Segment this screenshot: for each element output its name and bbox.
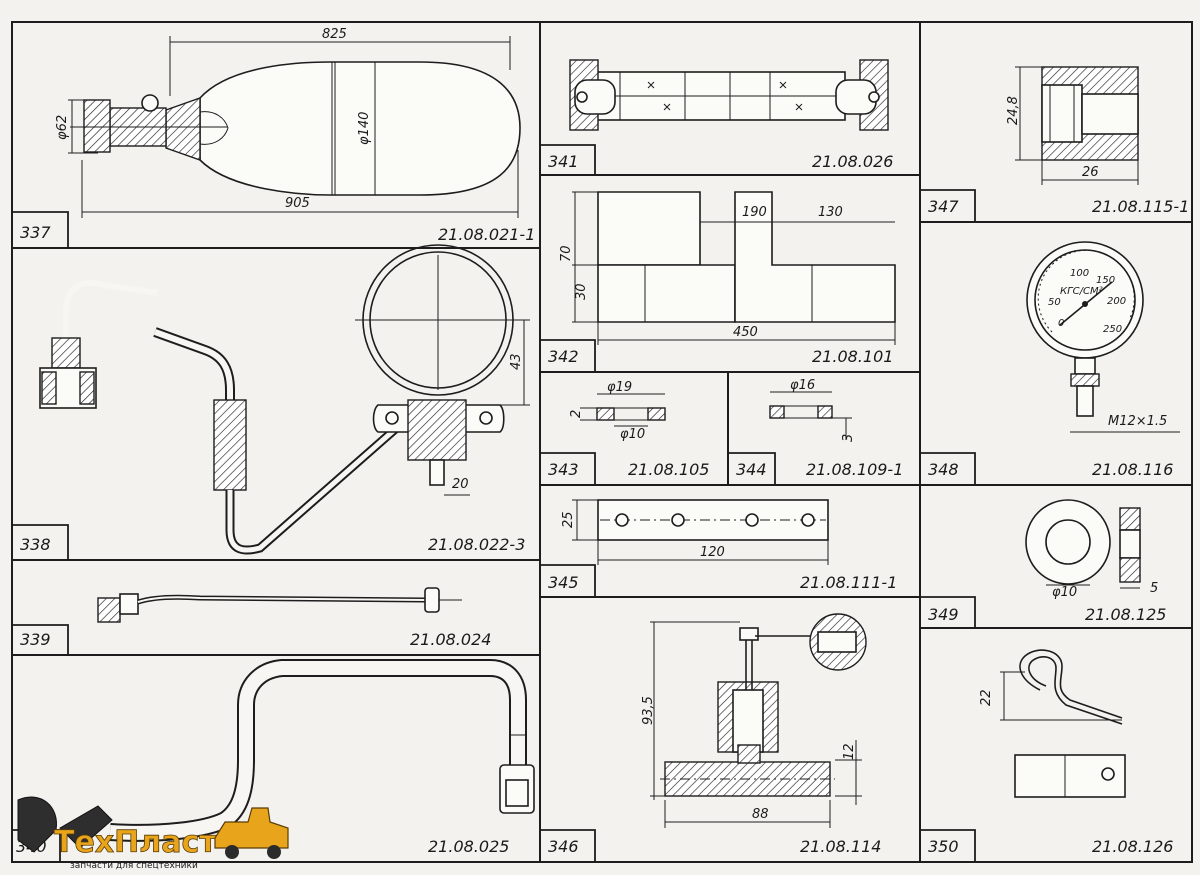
- excavator-icon: [17, 796, 113, 853]
- gauge-tick-250: 250: [1103, 324, 1122, 335]
- part-code: 21.08.105: [628, 460, 709, 479]
- part-code: 21.08.126: [1092, 837, 1173, 856]
- loader-icon: [214, 807, 289, 849]
- thread-spec: M12×1.5: [1108, 414, 1167, 429]
- panel-number: 338: [20, 535, 51, 554]
- bent-tube-drawing: [109, 659, 535, 842]
- dim-30: 30: [574, 283, 589, 300]
- dim-825: 825: [322, 27, 347, 42]
- panel-345: 25 120 345 21.08.111-1: [548, 499, 897, 592]
- sleeve-drawing: [1015, 66, 1139, 185]
- label-corners: [12, 144, 976, 862]
- dim-3: 3: [841, 434, 856, 442]
- panel-number: 346: [548, 837, 579, 856]
- part-code: 21.08.116: [1092, 460, 1173, 479]
- dim-phi10: φ10: [620, 427, 645, 442]
- panel-347: 24,8 26 347 21.08.115-1: [928, 66, 1189, 216]
- dim-905: 905: [285, 196, 310, 211]
- dim-24-8: 24,8: [1006, 96, 1021, 125]
- cylinder-drawing: [68, 36, 521, 218]
- panel-348: КГС/СМ² 0 50 100 150 200 250 M12×1.5 348…: [928, 241, 1180, 479]
- panel-346: 93,5 12 88 346 21.08.114: [548, 613, 881, 856]
- panel-342: 190 130 70 30 450 342 21.08.101: [548, 191, 896, 366]
- watermark-logo: ТехПласт запчасти для спецтехники: [17, 796, 289, 871]
- dim-120: 120: [700, 545, 725, 560]
- washer-drawing: [580, 393, 666, 427]
- dim-450: 450: [733, 325, 758, 340]
- panel-349: φ10 5 349 21.08.125: [928, 499, 1166, 624]
- plate-drawing: [569, 59, 889, 131]
- dim-93-5: 93,5: [641, 696, 656, 725]
- spacer-drawing: [1025, 499, 1141, 589]
- part-code: 21.08.125: [1085, 605, 1166, 624]
- svg-text:ТехПласт: ТехПласт: [54, 825, 217, 860]
- gauge-tick-200: 200: [1107, 296, 1126, 307]
- dim-22: 22: [979, 689, 994, 706]
- dim-20: 20: [452, 477, 469, 492]
- gauge-tick-100: 100: [1070, 268, 1089, 279]
- dim-25: 25: [561, 511, 576, 528]
- dim-phi62: φ62: [55, 115, 70, 140]
- dim-phi16: φ16: [790, 378, 815, 393]
- panel-number: 344: [736, 460, 767, 479]
- stepped-plates-drawing: [572, 191, 896, 345]
- pressure-gauge-drawing: [1026, 241, 1180, 433]
- dim-26: 26: [1082, 165, 1099, 180]
- part-code: 21.08.101: [812, 347, 893, 366]
- dim-130: 130: [818, 205, 843, 220]
- strip-drawing: [572, 499, 829, 565]
- panel-number: 349: [928, 605, 959, 624]
- part-code: 21.08.025: [428, 837, 509, 856]
- clip-drawing: [1000, 649, 1126, 798]
- hose-drawing: [97, 587, 462, 623]
- dim-phi10: φ10: [1052, 585, 1077, 600]
- part-code: 21.08.109-1: [806, 460, 903, 479]
- dim-phi19: φ19: [607, 380, 632, 395]
- panel-350: 22 350 21.08.126: [928, 649, 1173, 856]
- panel-number: 343: [548, 460, 579, 479]
- gauge-tick-150: 150: [1096, 275, 1115, 286]
- panel-343: φ19 φ10 2 343 21.08.105: [548, 380, 709, 479]
- panel-340: 340 21.08.025: [16, 659, 535, 856]
- panel-339: 339 21.08.024: [20, 587, 491, 649]
- part-code: 21.08.114: [800, 837, 881, 856]
- washer-drawing: [769, 391, 852, 440]
- panel-337: 825 905 φ62 φ140 337 21.08.021-1: [20, 27, 535, 244]
- panel-341: 341 21.08.026: [548, 59, 893, 171]
- dim-190: 190: [742, 205, 767, 220]
- part-code: 21.08.115-1: [1092, 197, 1189, 216]
- dim-12: 12: [842, 743, 857, 760]
- part-code: 21.08.111-1: [800, 573, 897, 592]
- panel-344: φ16 3 344 21.08.109-1: [736, 378, 903, 479]
- dim-88: 88: [752, 807, 769, 822]
- part-code: 21.08.024: [410, 630, 491, 649]
- gauge-tick-50: 50: [1048, 297, 1061, 308]
- dim-phi140: φ140: [357, 112, 372, 145]
- panel-338: 43 20 338 21.08.022-3: [20, 244, 530, 555]
- panel-number: 348: [928, 460, 959, 479]
- grid-lines: [11, 21, 1193, 863]
- svg-text:запчасти для спецтехники: запчасти для спецтехники: [70, 861, 198, 871]
- pipe-and-ring-drawing: [39, 244, 530, 555]
- part-code: 21.08.022-3: [428, 535, 525, 554]
- gauge-unit: КГС/СМ²: [1060, 286, 1103, 297]
- panel-number: 339: [20, 630, 51, 649]
- dim-5: 5: [1150, 581, 1158, 596]
- panel-number: 341: [548, 152, 579, 171]
- dim-70: 70: [559, 245, 574, 262]
- panel-number: 342: [548, 347, 579, 366]
- dim-43: 43: [509, 353, 524, 370]
- panel-number: 347: [928, 197, 959, 216]
- panel-number: 350: [928, 837, 959, 856]
- part-code: 21.08.026: [812, 152, 893, 171]
- dim-2: 2: [569, 410, 584, 418]
- part-code: 21.08.021-1: [438, 225, 535, 244]
- gauge-tick-0: 0: [1058, 318, 1064, 329]
- valve-tee-drawing: [650, 613, 867, 828]
- panel-number: 345: [548, 573, 579, 592]
- panel-number: 337: [20, 223, 51, 242]
